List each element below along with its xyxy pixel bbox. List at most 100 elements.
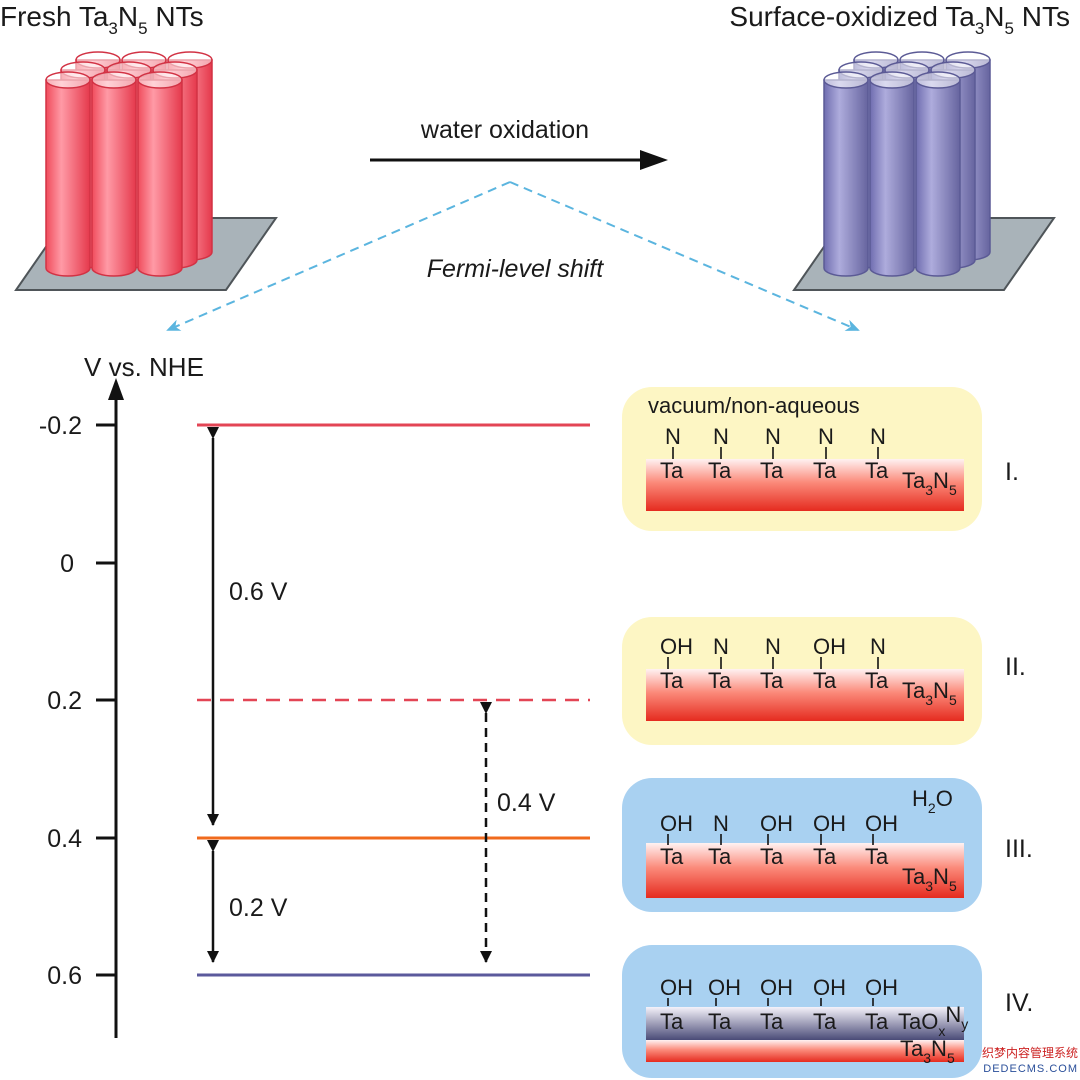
nanotube-body [915, 79, 961, 277]
fresh-title: Fresh Ta3N5 NTs [0, 1, 204, 38]
nanotube-opening [137, 71, 183, 89]
tick-label: -0.2 [39, 412, 82, 440]
panel-iii-numeral: III. [1005, 835, 1033, 863]
gap-label-0.6: 0.6 V [229, 578, 288, 606]
panel-ii-numeral: II. [1005, 653, 1026, 681]
hydroxyl-label: OH [813, 975, 846, 1000]
nitrogen-label: N [765, 634, 781, 659]
nanotube [45, 71, 91, 277]
shift-label: Fermi-level shift [427, 255, 604, 283]
tantalum-label: Ta [660, 844, 684, 869]
oxidized-nanotube-array [792, 51, 1056, 291]
hydroxyl-label: OH [865, 975, 898, 1000]
watermark-text: 织梦内容管理系统 [982, 1045, 1078, 1060]
oxidized-title: Surface-oxidized Ta3N5 NTs [729, 1, 1070, 38]
tick-label: 0 [60, 550, 74, 578]
nanotube-opening [915, 71, 961, 89]
fresh-nanotube-array [14, 51, 278, 291]
tantalum-label: Ta [660, 1009, 684, 1034]
nanotube-body [45, 79, 91, 277]
tantalum-label: Ta [660, 458, 684, 483]
nitride-layer [646, 1040, 964, 1062]
nanotube [91, 71, 137, 277]
oxynitride-label: TaOxNy [898, 1002, 968, 1039]
tantalum-label: Ta [708, 668, 732, 693]
panel-i-environment: vacuum/non-aqueous [648, 393, 860, 418]
panel-ii-surface: OH Ta N Ta N Ta OH Ta N Ta Ta3N5 [646, 634, 964, 721]
tick-label: 0.4 [47, 825, 82, 853]
hydroxyl-label: OH [760, 975, 793, 1000]
panel-i-numeral: I. [1005, 458, 1019, 486]
compound-label: Ta3N5 [902, 468, 957, 498]
tantalum-label: Ta [760, 458, 784, 483]
nanotube-opening [45, 71, 91, 89]
nitrogen-label: N [870, 424, 886, 449]
watermark-url: DEDECMS.COM [983, 1063, 1078, 1075]
panel-iii-water: H2O [912, 786, 953, 816]
tantalum-label: Ta [813, 844, 837, 869]
tantalum-label: Ta [708, 1009, 732, 1034]
nitrogen-label: N [713, 424, 729, 449]
oxynitride-layer [646, 1007, 964, 1040]
surface-slab [646, 843, 964, 898]
tantalum-label: Ta [813, 1009, 837, 1034]
panel-i-surface: N Ta N Ta N Ta N Ta N Ta Ta3N5 [646, 424, 964, 511]
hydroxyl-label: OH [660, 811, 693, 836]
tantalum-label: Ta [865, 844, 889, 869]
hydroxyl-label: OH [660, 975, 693, 1000]
gap-label-0.4: 0.4 V [497, 789, 556, 817]
axis-title: V vs. NHE [84, 352, 204, 382]
hydroxyl-label: OH [865, 811, 898, 836]
tantalum-label: Ta [865, 458, 889, 483]
process-label: water oxidation [420, 116, 589, 144]
tantalum-label: Ta [813, 668, 837, 693]
nanotube-body [869, 79, 915, 277]
nitrogen-label: N [870, 634, 886, 659]
process-arrowhead [640, 150, 668, 170]
tantalum-label: Ta [660, 668, 684, 693]
compound-label: Ta3N5 [902, 678, 957, 708]
nitrogen-label: N [765, 424, 781, 449]
tantalum-label: Ta [813, 458, 837, 483]
surface-slab [646, 459, 964, 511]
nitrogen-label: N [665, 424, 681, 449]
tick-label: 0.6 [47, 962, 82, 990]
nanotube-body [823, 79, 869, 277]
nanotube-opening [869, 71, 915, 89]
surface-slab [646, 669, 964, 721]
hydroxyl-label: OH [708, 975, 741, 1000]
axis-arrowhead [108, 378, 124, 400]
nanotube [915, 71, 961, 277]
compound-label: Ta3N5 [900, 1036, 955, 1066]
nanotube-opening [91, 71, 137, 89]
nanotube-opening [823, 71, 869, 89]
nanotube-body [137, 79, 183, 277]
nanotube [823, 71, 869, 277]
tantalum-label: Ta [865, 1009, 889, 1034]
nanotube-body [91, 79, 137, 277]
compound-label: Ta3N5 [902, 864, 957, 894]
nanotube [137, 71, 183, 277]
shift-arrow-right [509, 181, 860, 331]
hydroxyl-label: OH [760, 811, 793, 836]
tantalum-label: Ta [760, 1009, 784, 1034]
nitrogen-label: N [713, 811, 729, 836]
tick-label: 0.2 [47, 687, 82, 715]
gap-label-0.2: 0.2 V [229, 894, 288, 922]
tantalum-label: Ta [708, 458, 732, 483]
panel-iv-numeral: IV. [1005, 989, 1033, 1017]
hydroxyl-label: OH [660, 634, 693, 659]
tantalum-label: Ta [760, 844, 784, 869]
nitrogen-label: N [818, 424, 834, 449]
tantalum-label: Ta [708, 844, 732, 869]
tantalum-label: Ta [865, 668, 889, 693]
hydroxyl-label: OH [813, 811, 846, 836]
tantalum-label: Ta [760, 668, 784, 693]
hydroxyl-label: OH [813, 634, 846, 659]
nitrogen-label: N [713, 634, 729, 659]
shift-arrow-left [166, 181, 511, 331]
nanotube [869, 71, 915, 277]
